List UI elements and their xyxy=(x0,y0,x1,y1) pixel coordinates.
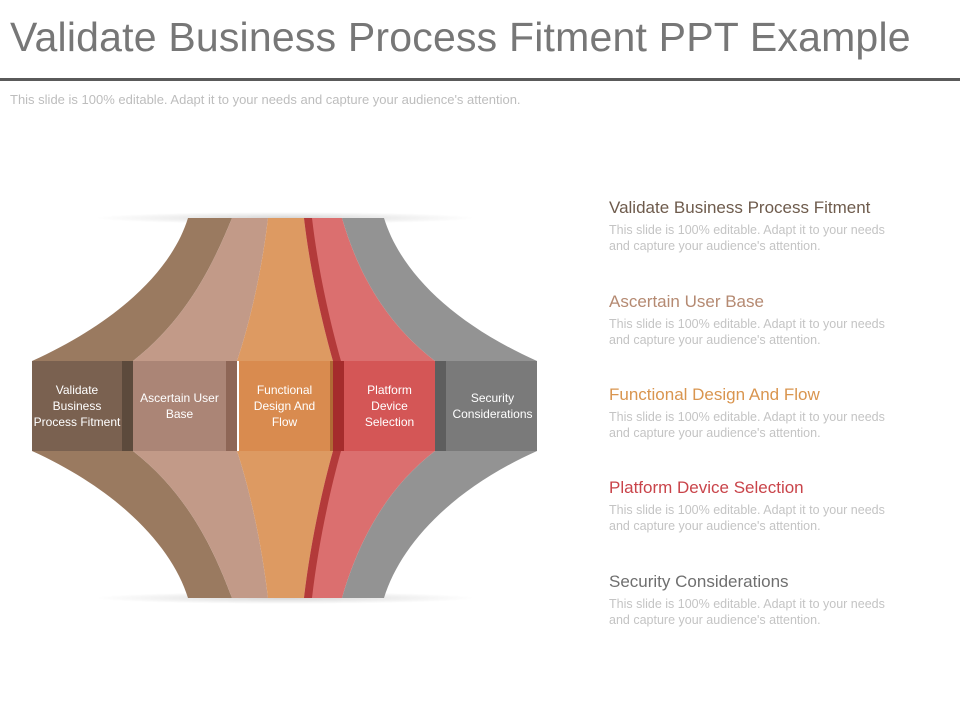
legend-desc-4: This slide is 100% editable. Adapt it to… xyxy=(609,503,885,533)
stage-1-label: Validate Business Process Fitment xyxy=(33,383,121,429)
stage-3-upper-wing xyxy=(237,218,333,361)
stage-4-inner-edge-lower xyxy=(304,451,341,598)
legend-title-4: Platform Device Selection xyxy=(609,478,804,497)
legend-title-1: Validate Business Process Fitment xyxy=(609,198,871,217)
stage-5-lower-wing xyxy=(342,451,537,598)
legend-item-3: Functional Design And Flow This slide is… xyxy=(609,385,909,441)
legend-title-3: Functional Design And Flow xyxy=(609,385,820,404)
legend-desc-3: This slide is 100% editable. Adapt it to… xyxy=(609,410,885,440)
legend-desc-2: This slide is 100% editable. Adapt it to… xyxy=(609,317,885,347)
top-shadow xyxy=(95,212,475,224)
stage-5-box-edge xyxy=(435,361,446,451)
slide-subtitle: This slide is 100% editable. Adapt it to… xyxy=(10,92,521,107)
stage-4-upper-wing xyxy=(304,218,435,361)
stage-2-box-edge xyxy=(226,361,237,451)
legend-desc-5: This slide is 100% editable. Adapt it to… xyxy=(609,597,885,627)
legend-item-1: Validate Business Process Fitment This s… xyxy=(609,198,909,254)
stage-3-box-edge xyxy=(330,361,341,451)
stage-2-upper-wing xyxy=(133,218,268,361)
bottom-shadow xyxy=(95,592,475,604)
stage-4-lower-wing xyxy=(304,451,435,598)
legend-item-2: Ascertain User Base This slide is 100% e… xyxy=(609,292,909,348)
title-divider xyxy=(0,78,960,81)
stage-1-box-edge xyxy=(122,361,133,451)
stage-1-lower-wing xyxy=(32,451,232,598)
stage-1-upper-wing xyxy=(32,218,232,361)
stage-2-lower-wing xyxy=(133,451,268,598)
stage-2-label: Ascertain User Base xyxy=(140,391,219,421)
stage-3-label: Functional Design And Flow xyxy=(253,383,316,429)
legend-title-5: Security Considerations xyxy=(609,572,789,591)
legend-item-4: Platform Device Selection This slide is … xyxy=(609,478,909,534)
stage-3-lower-wing xyxy=(237,451,333,598)
legend-title-2: Ascertain User Base xyxy=(609,292,764,311)
legend-item-5: Security Considerations This slide is 10… xyxy=(609,572,909,628)
stage-5-label: Security Considerations xyxy=(452,391,533,421)
stage-4-label: Platform Device Selection xyxy=(364,383,415,429)
stage-4-inner-edge xyxy=(304,218,341,361)
stage-4-box-edge-left xyxy=(333,361,344,451)
slide-title: Validate Business Process Fitment PPT Ex… xyxy=(10,14,911,60)
legend-desc-1: This slide is 100% editable. Adapt it to… xyxy=(609,223,885,253)
stage-5-upper-wing xyxy=(342,218,537,361)
